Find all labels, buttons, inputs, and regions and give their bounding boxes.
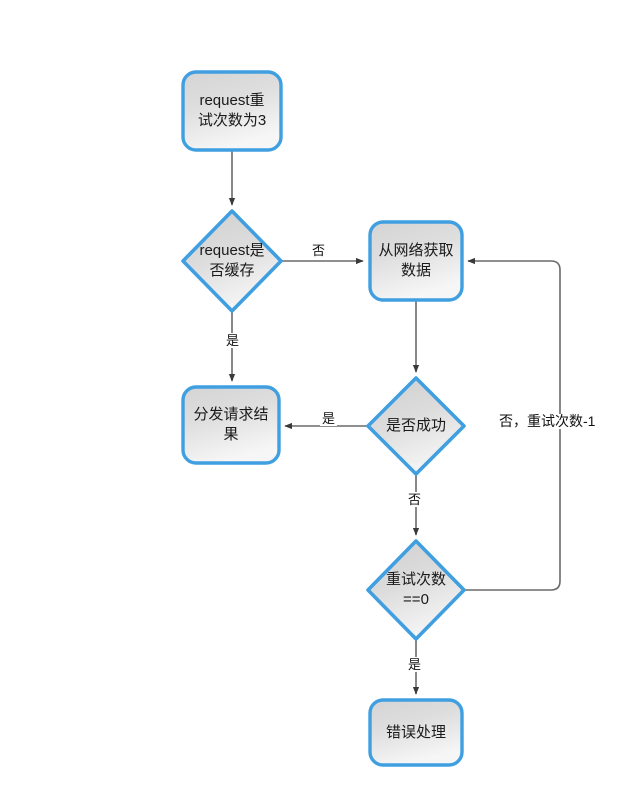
edge-label-retry-loop: 否，重试次数-1 <box>497 413 598 429</box>
node-error-handling[interactable] <box>368 698 464 767</box>
edge-label-cache-yes: 是 <box>224 333 242 348</box>
node-dispatch-result[interactable] <box>181 385 281 465</box>
node-is-cache[interactable] <box>181 209 283 313</box>
edge-label-success-no: 否 <box>406 492 424 507</box>
node-start[interactable] <box>181 70 283 152</box>
edge-label-retry-yes: 是 <box>406 657 424 672</box>
node-layer <box>181 70 466 767</box>
edge-label-success-yes: 是 <box>320 411 338 426</box>
node-is-success[interactable] <box>366 376 466 476</box>
edge-label-cache-no: 否 <box>310 243 328 258</box>
node-retry-count-zero[interactable] <box>366 539 466 641</box>
node-fetch-from-network[interactable] <box>368 220 464 302</box>
